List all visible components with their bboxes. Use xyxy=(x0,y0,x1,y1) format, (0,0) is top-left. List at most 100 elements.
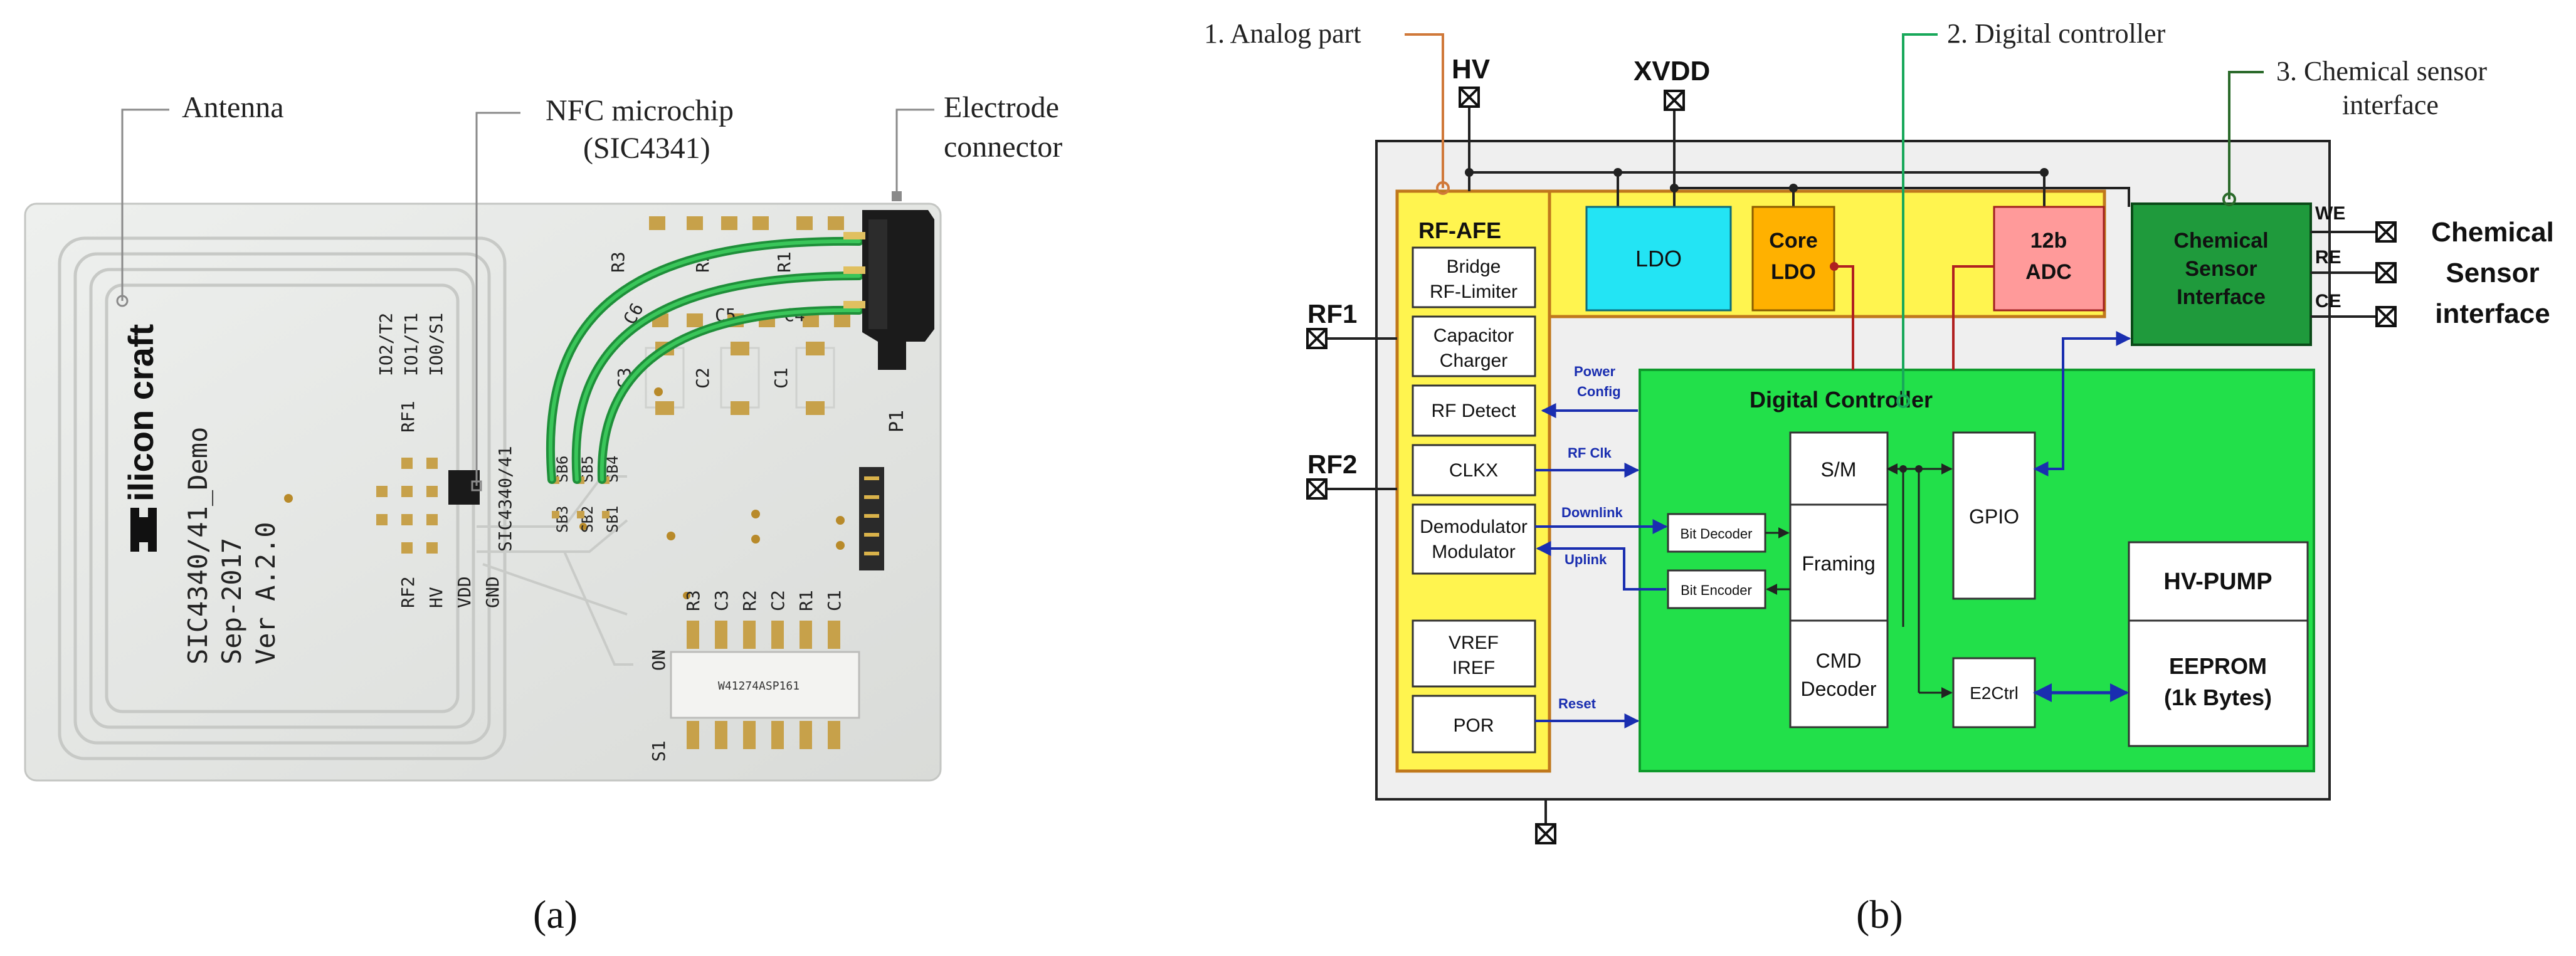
svg-text:Framing: Framing xyxy=(1802,552,1875,575)
svg-text:SB1: SB1 xyxy=(604,506,621,533)
svg-text:R3: R3 xyxy=(683,590,704,611)
red-links xyxy=(1834,265,1994,370)
svg-text:S/M: S/M xyxy=(1821,458,1857,481)
svg-text:Modulator: Modulator xyxy=(1432,542,1515,562)
ldo-block xyxy=(1585,206,1732,312)
svg-text:Electrode: Electrode xyxy=(944,91,1059,124)
svg-text:Decoder: Decoder xyxy=(1801,678,1877,700)
svg-text:SIC4340/41: SIC4340/41 xyxy=(495,446,515,552)
svg-text:CE: CE xyxy=(2315,291,2341,312)
svg-text:HV: HV xyxy=(1452,54,1491,85)
callout-electrode-connector: Electrode connector xyxy=(892,91,1062,201)
svg-text:IO1/T1: IO1/T1 xyxy=(401,313,421,376)
board-info-line2: Sep-2017 xyxy=(216,538,247,664)
svg-text:C3: C3 xyxy=(711,590,732,611)
panel-a: ilicon craft SIC4340/41_Demo Sep-2017 Ve… xyxy=(24,91,1062,937)
svg-text:RF1: RF1 xyxy=(1307,299,1357,328)
svg-text:R3: R3 xyxy=(608,251,628,273)
svg-text:E2Ctrl: E2Ctrl xyxy=(1970,683,2019,703)
svg-text:RF Clk: RF Clk xyxy=(1568,445,1612,461)
svg-text:Interface: Interface xyxy=(2177,285,2266,309)
svg-text:Power: Power xyxy=(1574,364,1615,379)
svg-text:P1: P1 xyxy=(886,410,908,433)
svg-text:Bit Decoder: Bit Decoder xyxy=(1681,526,1753,542)
rf-pins: RF1 RF2 xyxy=(1306,299,1397,500)
caption-a: (a) xyxy=(533,892,578,937)
callout-nfc-microchip: NFC microchip (SIC4341) xyxy=(471,94,734,491)
ground-pin xyxy=(1535,823,1556,844)
svg-text:R2: R2 xyxy=(739,590,760,611)
svg-text:GPIO: GPIO xyxy=(1969,505,2019,528)
svg-text:XVDD: XVDD xyxy=(1634,56,1710,87)
silicon-craft-logo: ilicon craft xyxy=(121,324,161,552)
svg-text:S1: S1 xyxy=(648,740,669,762)
svg-text:C2: C2 xyxy=(692,367,713,389)
svg-text:Downlink: Downlink xyxy=(1561,505,1623,520)
svg-text:Bridge: Bridge xyxy=(1447,256,1501,277)
svg-text:CLKX: CLKX xyxy=(1449,460,1498,481)
svg-text:NFC microchip: NFC microchip xyxy=(546,94,734,127)
svg-text:Charger: Charger xyxy=(1440,350,1507,371)
svg-text:IO2/T2: IO2/T2 xyxy=(376,313,396,376)
svg-text:SB3: SB3 xyxy=(554,506,571,533)
svg-text:IREF: IREF xyxy=(1452,658,1495,678)
svg-text:ADC: ADC xyxy=(2025,260,2072,284)
svg-text:VREF: VREF xyxy=(1449,633,1499,653)
svg-text:RF1: RF1 xyxy=(398,401,418,433)
digital-inner-blocks xyxy=(1667,431,2309,747)
svg-text:Capacitor: Capacitor xyxy=(1433,325,1514,346)
gpio-chem-link xyxy=(2033,331,2131,476)
svg-text:HV: HV xyxy=(426,587,446,608)
svg-text:Reset: Reset xyxy=(1558,696,1597,712)
svg-text:interface: interface xyxy=(2342,90,2439,120)
svg-text:R1: R1 xyxy=(796,590,816,611)
svg-text:R1: R1 xyxy=(774,251,794,273)
adc-block xyxy=(1993,206,2105,312)
svg-text:3. Chemical sensor: 3. Chemical sensor xyxy=(2276,56,2487,87)
svg-text:Demodulator: Demodulator xyxy=(1420,517,1528,537)
svg-text:C1: C1 xyxy=(771,367,791,389)
board-info-line3: Ver A.2.0 xyxy=(250,522,281,664)
svg-text:RF-Limiter: RF-Limiter xyxy=(1430,281,1518,302)
svg-text:Chemical: Chemical xyxy=(2431,217,2554,248)
svg-text:GND: GND xyxy=(482,576,503,608)
dip-switch: R3 C3 R2 C2 R1 C1 ON S1 W41274ASP161 xyxy=(648,590,860,762)
svg-text:Antenna: Antenna xyxy=(182,91,284,124)
svg-text:ON: ON xyxy=(648,649,669,671)
pcb-traces xyxy=(477,475,633,666)
svg-text:Core: Core xyxy=(1769,229,1817,253)
p1-header: P1 xyxy=(859,410,908,570)
svg-text:12b: 12b xyxy=(2030,229,2067,253)
svg-text:1. Analog part: 1. Analog part xyxy=(1204,18,1361,49)
internal-bus xyxy=(1765,463,1953,698)
ldo-label: LDO xyxy=(1635,246,1682,271)
svg-text:W41274ASP161: W41274ASP161 xyxy=(718,680,800,693)
svg-text:interface: interface xyxy=(2435,298,2550,329)
svg-text:WE: WE xyxy=(2315,203,2345,224)
svg-text:Bit Encoder: Bit Encoder xyxy=(1681,582,1752,598)
svg-text:EEPROM: EEPROM xyxy=(2169,653,2267,679)
svg-text:(SIC4341): (SIC4341) xyxy=(583,132,710,165)
svg-text:C1: C1 xyxy=(824,590,845,611)
chem-external-label: Chemical Sensor interface xyxy=(2431,217,2554,329)
digital-controller-title: Digital Controller xyxy=(1750,387,1933,412)
svg-text:POR: POR xyxy=(1453,715,1494,736)
rf-afe-title: RF-AFE xyxy=(1418,218,1501,243)
svg-text:Sensor: Sensor xyxy=(2185,257,2257,281)
pcb-board xyxy=(24,202,942,782)
svg-text:Sensor: Sensor xyxy=(2446,258,2539,288)
callout-chemical: 3. Chemical sensor interface xyxy=(2222,56,2487,206)
callout-digital: 2. Digital controller xyxy=(1896,18,2166,408)
electrode-wires xyxy=(546,236,863,484)
rf-afe-blocks xyxy=(1412,246,1536,754)
signal-arrows xyxy=(1535,403,1668,728)
svg-text:Uplink: Uplink xyxy=(1565,552,1607,567)
chem-interface-block xyxy=(2131,202,2312,346)
supply-pins: HV XVDD xyxy=(1452,54,1710,111)
pad-grid xyxy=(376,458,438,554)
callout-analog: 1. Analog part xyxy=(1204,18,1450,195)
svg-text:RF Detect: RF Detect xyxy=(1431,401,1516,421)
board-info: SIC4340/41_Demo Sep-2017 Ver A.2.0 xyxy=(182,427,281,664)
svg-text:HV-PUMP: HV-PUMP xyxy=(2163,569,2272,595)
